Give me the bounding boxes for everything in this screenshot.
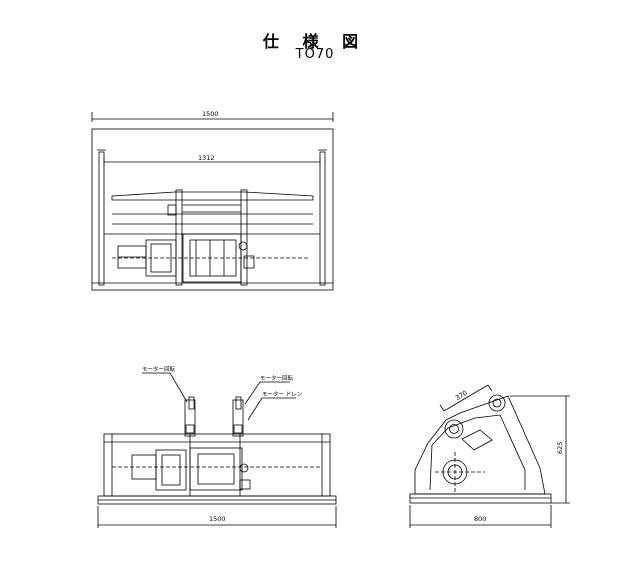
top-dim-inner: 1312 <box>198 154 215 162</box>
side-dim-base: 800 <box>474 515 486 523</box>
model-number: TO70 <box>295 47 335 62</box>
top-dim-overall: 1500 <box>202 110 219 118</box>
label-motor-rotation-left: モーター回転 <box>142 365 176 373</box>
side-dim-length: 370 <box>454 389 469 402</box>
side-view: 370 625 800 <box>409 384 570 528</box>
front-view: モーター回転 モーター回転 モーター ドレン <box>97 365 337 528</box>
top-view: 1500 1312 <box>91 110 334 291</box>
label-motor-drain: モーター ドレン <box>262 390 303 398</box>
label-motor-rotation-right: モーター回転 <box>260 374 294 382</box>
front-dim-overall: 1500 <box>209 515 226 523</box>
drawing-title: 仕 様 図 <box>262 32 368 51</box>
side-dim-height: 625 <box>556 442 564 454</box>
